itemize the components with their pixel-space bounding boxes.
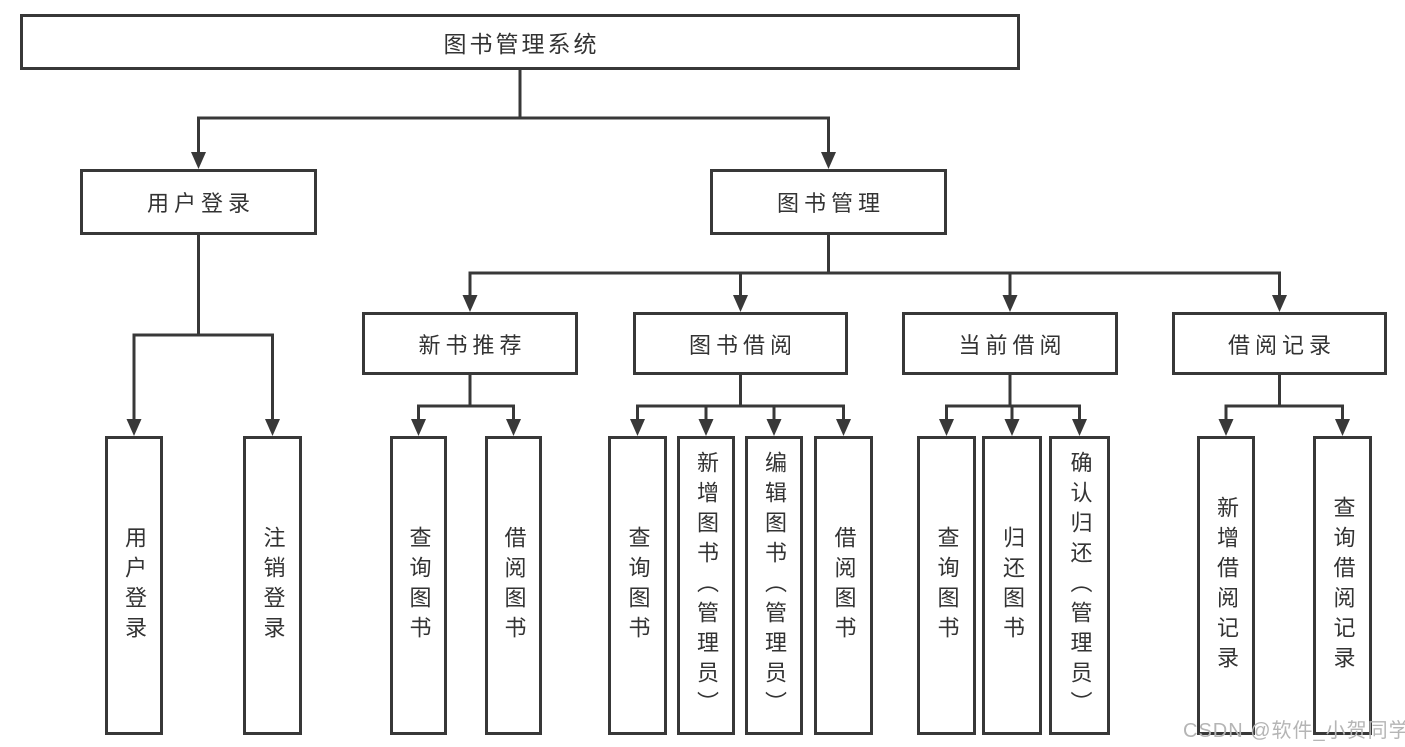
node-current-borrowing: 当前借阅 — [902, 312, 1118, 375]
node-user-login: 用户登录 — [80, 169, 317, 235]
node-book-management: 图书管理 — [710, 169, 947, 235]
csdn-watermark: CSDN @软件_小贺同学 — [1183, 720, 1405, 742]
leaf-recommend-borrow-books: 借阅图书 — [485, 436, 542, 735]
leaf-records-add-borrow-record: 新增借阅记录 — [1197, 436, 1255, 735]
leaf-current-query-books: 查询图书 — [917, 436, 976, 735]
node-book-borrowing: 图书借阅 — [633, 312, 848, 375]
leaf-recommend-query-books: 查询图书 — [390, 436, 447, 735]
leaf-records-query-borrow-record: 查询借阅记录 — [1313, 436, 1372, 735]
node-root-library-system: 图书管理系统 — [20, 14, 1020, 70]
leaf-current-return-books: 归还图书 — [982, 436, 1042, 735]
leaf-borrowing-edit-books-admin: 编辑图书（管理员） — [745, 436, 803, 735]
node-new-book-recommendation: 新书推荐 — [362, 312, 578, 375]
leaf-borrowing-borrow-books: 借阅图书 — [814, 436, 873, 735]
node-borrowing-records: 借阅记录 — [1172, 312, 1387, 375]
leaf-borrowing-add-books-admin: 新增图书（管理员） — [677, 436, 735, 735]
leaf-borrowing-query-books: 查询图书 — [608, 436, 667, 735]
leaf-current-confirm-return-admin: 确认归还（管理员） — [1049, 436, 1110, 735]
leaf-user-login: 用户登录 — [105, 436, 163, 735]
leaf-logout: 注销登录 — [243, 436, 302, 735]
